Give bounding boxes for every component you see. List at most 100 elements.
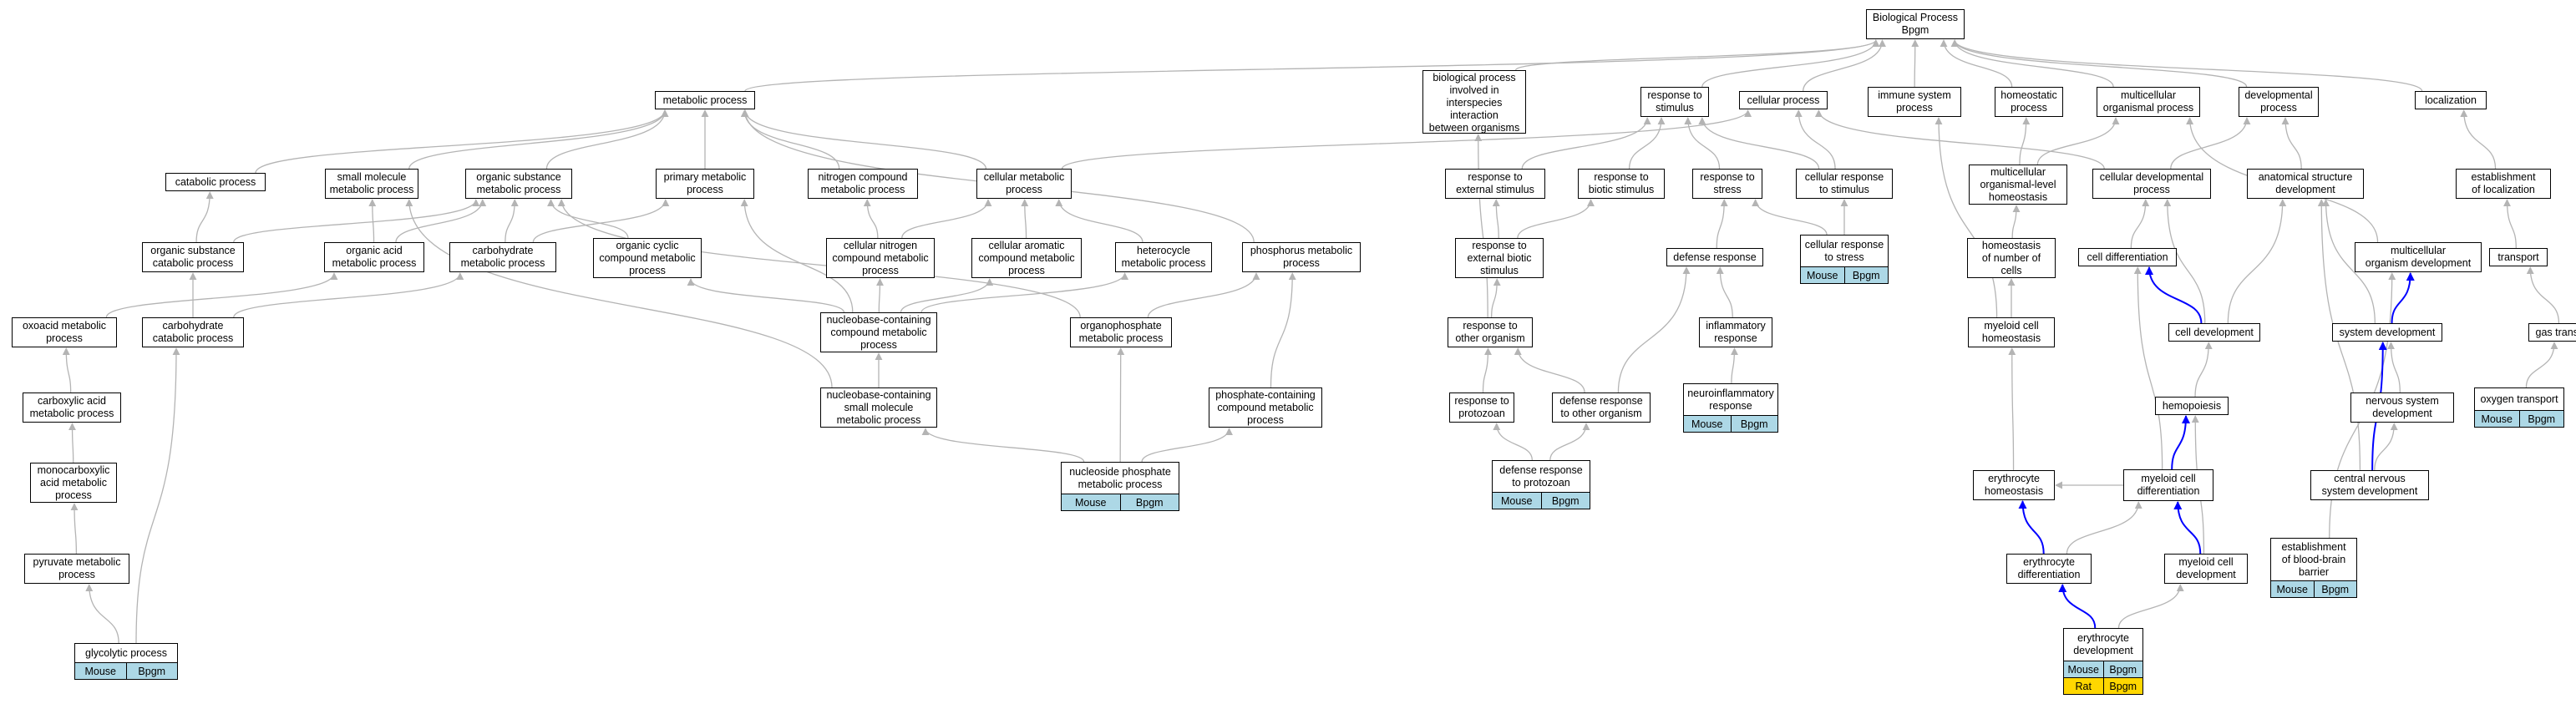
go-term-anat[interactable]: anatomical structure development [2247, 169, 2364, 199]
gene-tag: Bpgm [1843, 267, 1888, 283]
go-term-orgcyc[interactable]: organic cyclic compound metabolic proces… [593, 238, 702, 278]
species-tag: Mouse [2064, 661, 2103, 677]
go-term-myeloid_hom[interactable]: myeloid cell homeostasis [1968, 317, 2055, 347]
go-term-multi_dev[interactable]: multicellular organism development [2355, 242, 2482, 272]
is-a-edge [1803, 39, 1886, 92]
go-term-mlh[interactable]: multicellular organismal-level homeostas… [1969, 165, 2067, 205]
go-term-celldevproc[interactable]: cellular developmental process [2092, 169, 2211, 199]
go-term-label: carbohydrate catabolic process [152, 320, 234, 344]
go-term-oxoacid[interactable]: oxoacid metabolic process [12, 317, 117, 347]
go-term-label: monocarboxylic acid metabolic process [37, 464, 110, 501]
go-term-sys_dev[interactable]: system development [2332, 323, 2442, 342]
gene-tag: Bpgm [2102, 661, 2142, 677]
is-a-edge [1950, 39, 2248, 88]
go-term-orgacid[interactable]: organic acid metabolic process [324, 242, 424, 272]
go-term-label: neuroinflammatory response [1687, 387, 1774, 412]
is-a-edge [875, 278, 884, 313]
go-term-cell_diff[interactable]: cell differentiation [2078, 248, 2177, 266]
go-term-inter[interactable]: biological process involved in interspec… [1422, 70, 1526, 134]
go-term-multi[interactable]: multicellular organismal process [2097, 87, 2200, 117]
go-term-label: metabolic process [662, 94, 748, 106]
go-term-ery_diff[interactable]: erythrocyte differentiation [2006, 554, 2092, 584]
go-term-monocarb[interactable]: monocarboxylic acid metabolic process [30, 463, 117, 503]
go-term-cell_proc[interactable]: cellular process [1739, 91, 1828, 109]
go-term-protozoan[interactable]: response to protozoan [1449, 393, 1514, 423]
go-term-carbo[interactable]: carbohydrate metabolic process [449, 242, 556, 272]
go-term-transport[interactable]: transport [2489, 248, 2548, 266]
go-term-resp_stim[interactable]: response to stimulus [1640, 87, 1709, 117]
part-of-edge [2058, 584, 2097, 629]
go-term-other_org[interactable]: response to other organism [1448, 317, 1533, 347]
is-a-edge [1935, 117, 1998, 318]
go-term-nucbase[interactable]: nucleobase-containing compound metabolic… [820, 312, 937, 352]
go-term-label: cellular response to stimulus [1804, 171, 1884, 195]
is-a-edge [368, 199, 377, 243]
go-term-smallmol[interactable]: small molecule metabolic process [325, 169, 418, 199]
go-term-orgsub[interactable]: organic substance metabolic process [465, 169, 572, 199]
go-term-myeloid_diff[interactable]: myeloid cell differentiation [2123, 469, 2213, 501]
go-term-phosphcont[interactable]: phosphate-containing compound metabolic … [1209, 387, 1322, 428]
is-a-edge [1493, 423, 1533, 461]
go-term-local[interactable]: localization [2415, 91, 2487, 109]
is-a-edge [1521, 117, 1651, 170]
go-term-immune[interactable]: immune system process [1868, 87, 1961, 117]
go-term-cns[interactable]: central nervous system development [2310, 470, 2429, 500]
go-term-primary[interactable]: primary metabolic process [656, 169, 754, 199]
is-a-edge [1698, 117, 1820, 170]
go-term-bp[interactable]: Biological Process Bpgm [1866, 9, 1965, 39]
go-term-nucsmall[interactable]: nucleobase-containing small molecule met… [820, 387, 937, 428]
go-term-cell_resp[interactable]: cellular response to stimulus [1796, 169, 1893, 199]
is-a-edge [2194, 342, 2213, 398]
go-term-nitro[interactable]: nitrogen compound metabolic process [808, 169, 918, 199]
go-term-carbocat[interactable]: carbohydrate catabolic process [142, 317, 244, 347]
go-term-label: developmental process [2244, 89, 2313, 114]
go-term-label: nervous system development [2366, 395, 2439, 419]
go-term-biot_stim[interactable]: response to biotic stimulus [1578, 169, 1665, 199]
go-term-cellarom[interactable]: cellular aromatic compound metabolic pro… [971, 238, 1082, 278]
go-term-label: hemopoiesis [2162, 399, 2222, 412]
go-term-carbox[interactable]: carboxylic acid metabolic process [23, 393, 121, 423]
go-term-cellnitro[interactable]: cellular nitrogen compound metabolic pro… [826, 238, 935, 278]
go-term-myeloid_dev[interactable]: myeloid cell development [2164, 554, 2248, 584]
go-term-defense[interactable]: defense response [1666, 248, 1763, 266]
go-term-ery_hom[interactable]: erythrocyte homeostasis [1973, 470, 2055, 500]
go-term-nerv[interactable]: nervous system development [2350, 393, 2454, 423]
go-term-stress[interactable]: response to stress [1692, 169, 1762, 199]
go-term-def_other[interactable]: defense response to other organism [1552, 393, 1651, 423]
go-term-orgsubcat[interactable]: organic substance catabolic process [142, 242, 244, 272]
go-term-catab[interactable]: catabolic process [165, 173, 266, 191]
go-term-cellmeta[interactable]: cellular metabolic process [976, 169, 1072, 199]
go-term-cell_dev[interactable]: cell development [2168, 323, 2260, 342]
is-a-edge [740, 109, 840, 170]
is-a-edge [1147, 272, 1260, 318]
go-term-phosph[interactable]: phosphorus metabolic process [1242, 242, 1361, 272]
go-term-label: oxoacid metabolic process [22, 320, 107, 344]
go-term-homeo[interactable]: homeostatic process [1995, 87, 2063, 117]
go-term-organoph[interactable]: organophosphate metabolic process [1070, 317, 1172, 347]
go-term-ext_biot[interactable]: response to external biotic stimulus [1455, 238, 1544, 278]
go-term-hemo[interactable]: hemopoiesis [2155, 397, 2229, 415]
go-term-hom_cells[interactable]: homeostasis of number of cells [1967, 238, 2056, 278]
go-term-pyruv[interactable]: pyruvate metabolic process [24, 554, 129, 584]
go-term-devel[interactable]: developmental process [2239, 87, 2319, 117]
go-term-est_local[interactable]: establishment of localization [2456, 169, 2551, 199]
go-term-inflam[interactable]: inflammatory response [1699, 317, 1772, 347]
go-term-label: organic substance metabolic process [476, 171, 561, 195]
go-term-label: small molecule metabolic process [329, 171, 414, 195]
go-term-gas[interactable]: gas transport [2528, 323, 2576, 342]
go-term-ext_stim[interactable]: response to external stimulus [1445, 169, 1545, 199]
go-term-hetero[interactable]: heterocycle metabolic process [1115, 242, 1212, 272]
is-a-edge [2130, 199, 2150, 249]
go-term-meta[interactable]: metabolic process [655, 91, 755, 109]
